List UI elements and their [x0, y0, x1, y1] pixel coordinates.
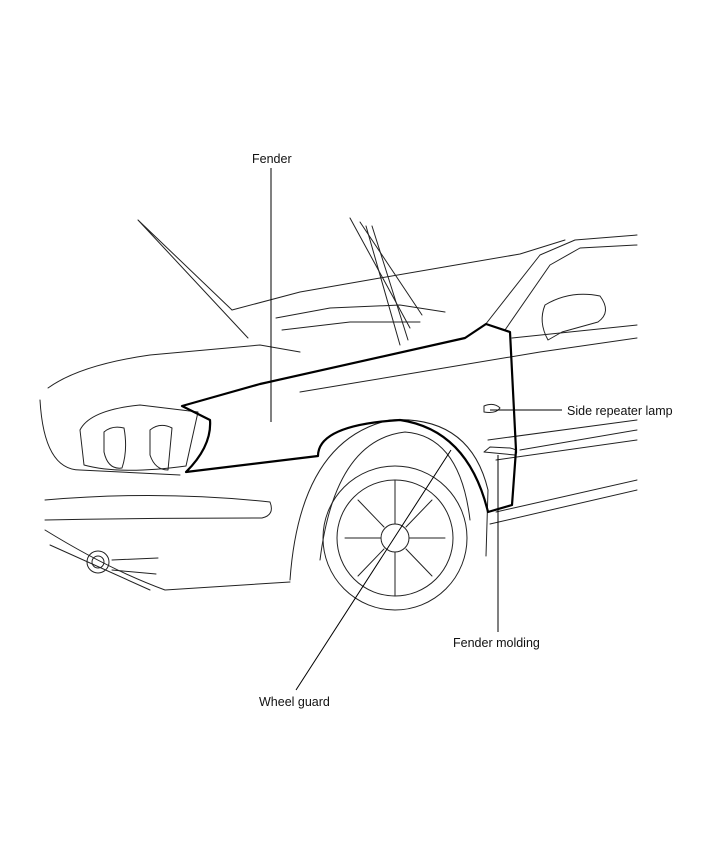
wheel-guard-label: Wheel guard: [259, 695, 330, 709]
leader-lines: [270, 168, 562, 691]
fender-molding-label: Fender molding: [453, 636, 540, 650]
car-outline: [39, 217, 638, 611]
fender-outline: [180, 322, 518, 514]
side-repeater-lamp-label: Side repeater lamp: [567, 404, 673, 418]
wheel-guard-leader: [295, 449, 452, 691]
fender-label: Fender: [252, 152, 292, 166]
